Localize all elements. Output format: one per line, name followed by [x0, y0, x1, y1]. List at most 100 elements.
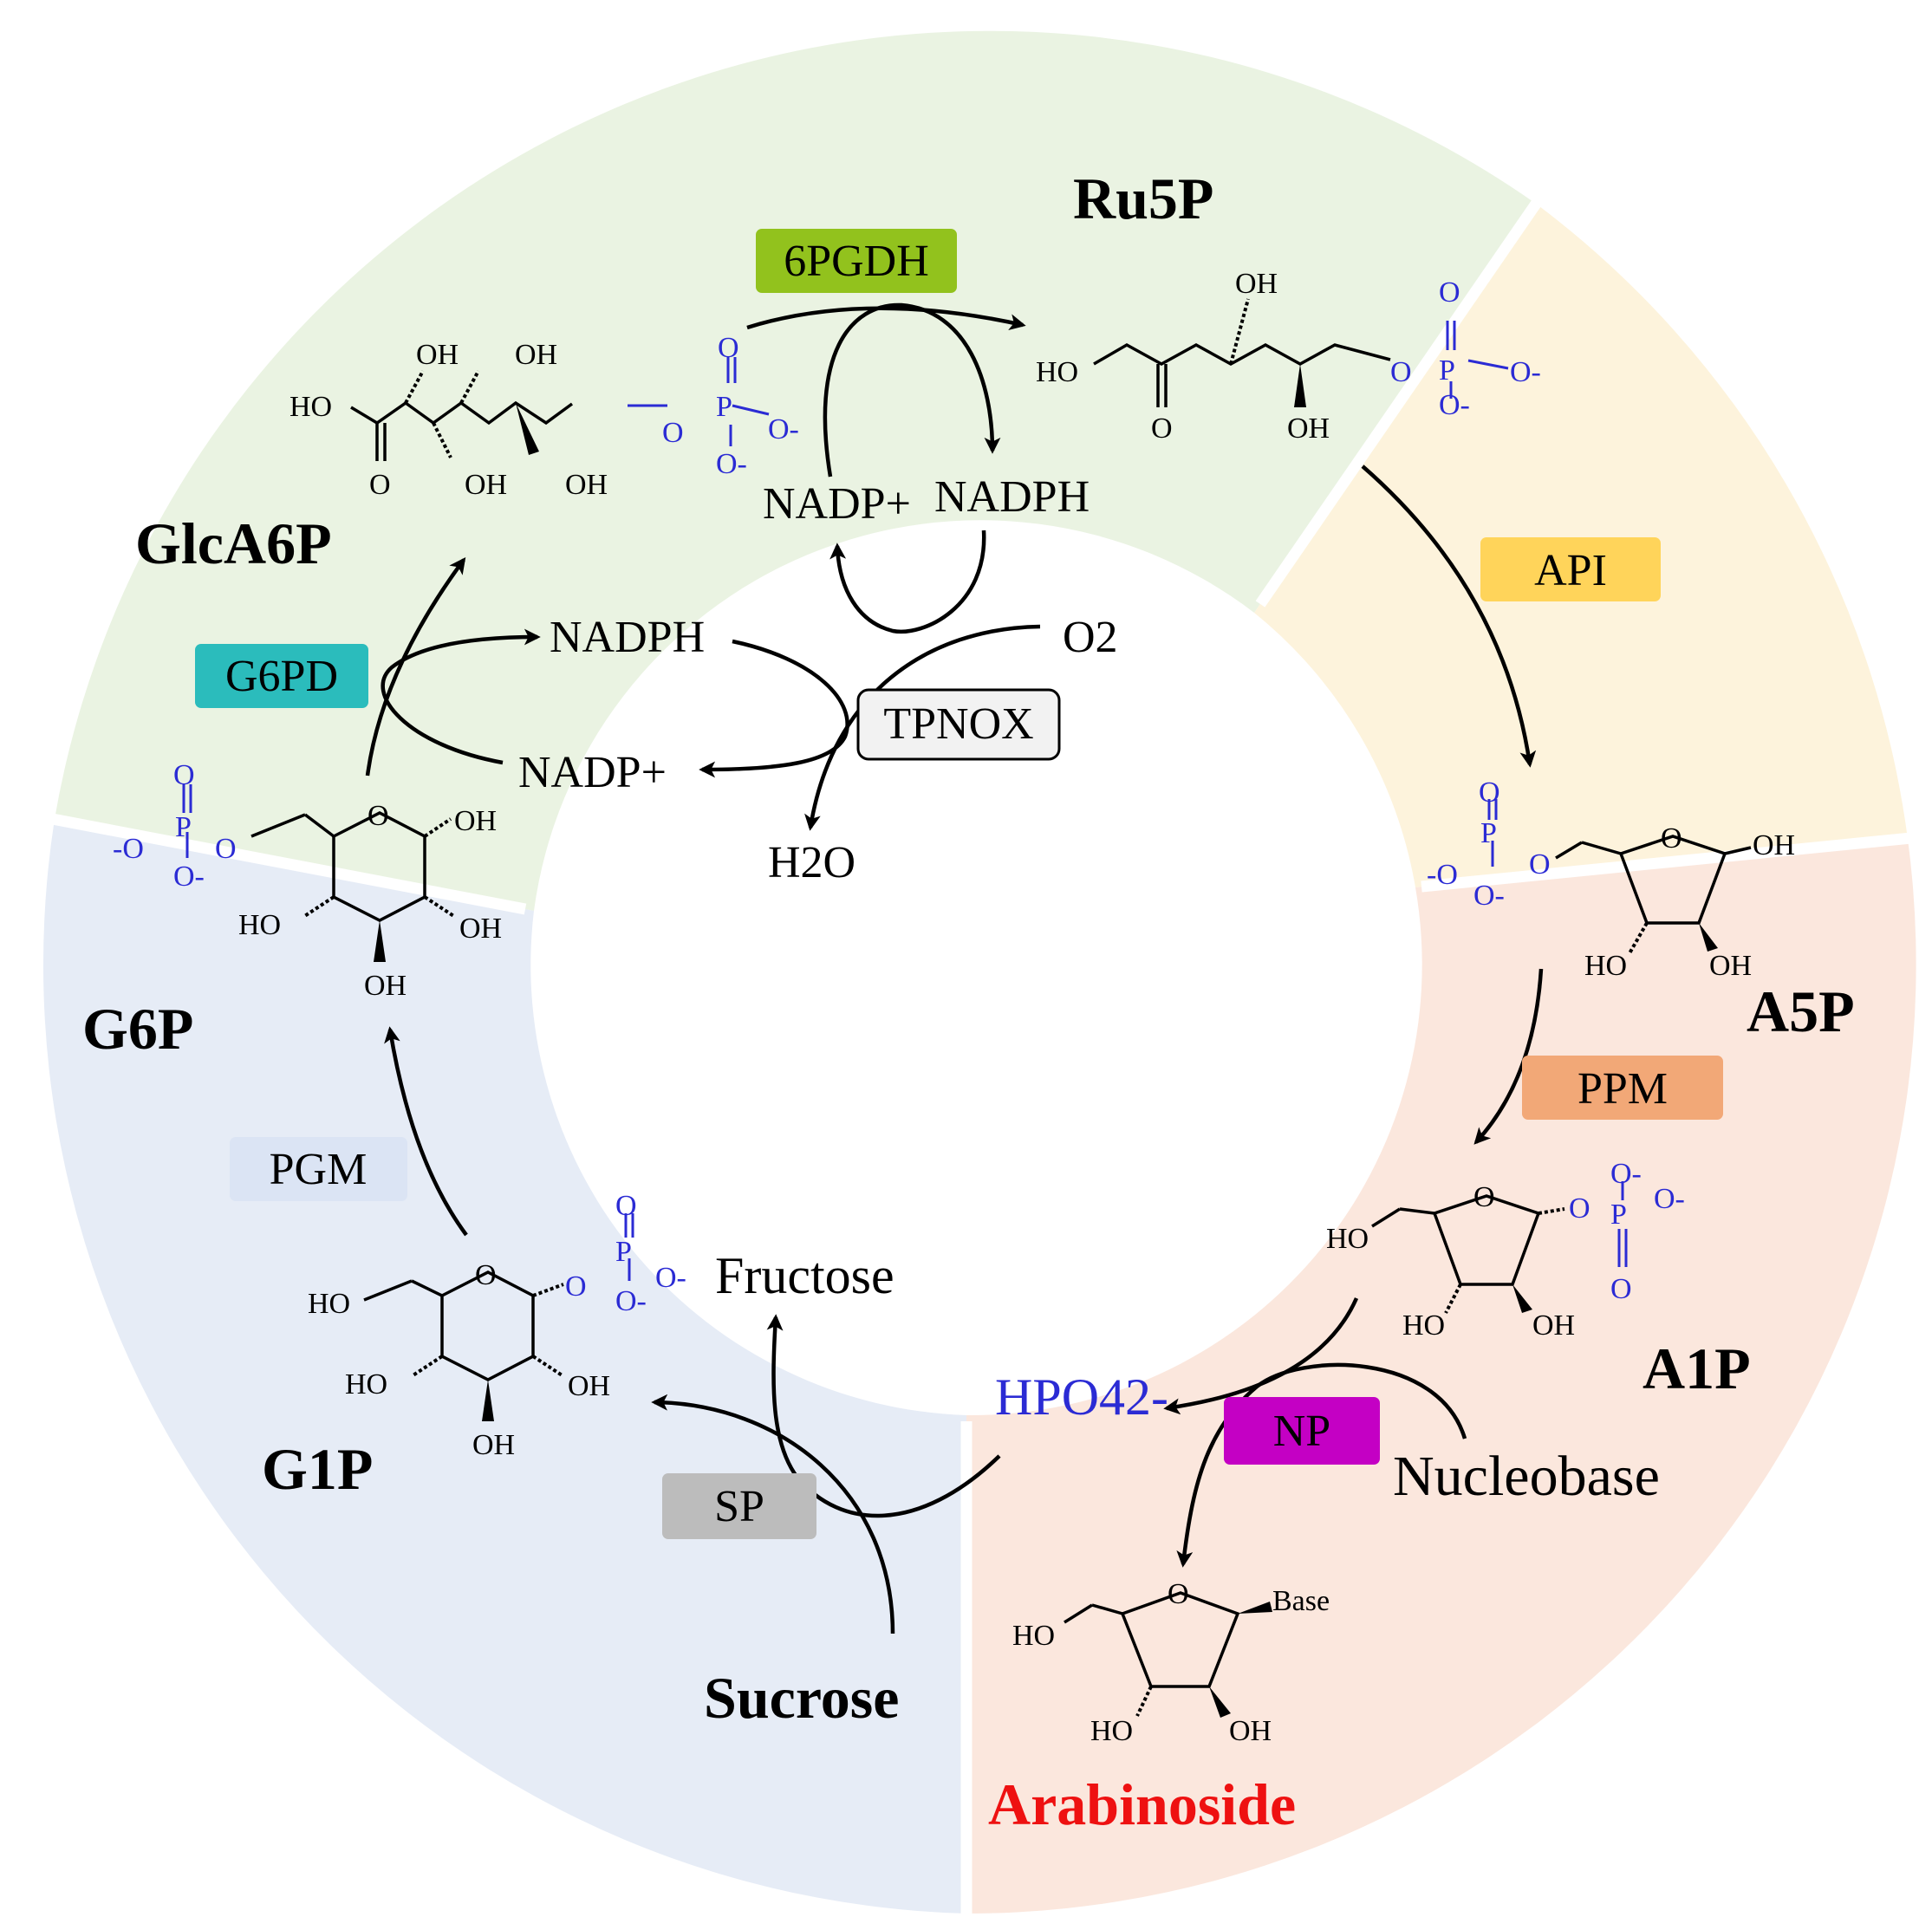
g6p-oh2: OH	[459, 913, 502, 945]
cofactor-fructose: Fructose	[715, 1247, 894, 1304]
cofactors: NADP+ NADPH NADPH NADP+ O2 H2O Fructose …	[518, 472, 1660, 1508]
a1p-ho1: HO	[1326, 1223, 1369, 1255]
cofactor-nadp-plus-mid: NADP+	[518, 748, 667, 797]
enzyme-pgm: PGM	[230, 1137, 407, 1201]
glca6p-oh4: OH	[565, 469, 608, 501]
sector-blue	[42, 819, 966, 1914]
pathway-arrows	[365, 302, 1544, 1634]
a5p-o-minus: O-	[1473, 880, 1505, 912]
ru5p-ho: HO	[1036, 356, 1078, 388]
a5p-ring-o: O	[1661, 822, 1682, 855]
g1p-ho2: HO	[345, 1368, 387, 1400]
metabolite-ru5p: Ru5P	[1073, 166, 1213, 231]
structure-ru5p: HO OH O OH O O P O- O-	[1036, 268, 1541, 445]
enzyme-np: NP	[1224, 1397, 1380, 1465]
arrow-tpnox-mid	[699, 639, 849, 778]
a1p-ring-o: O	[1473, 1181, 1495, 1213]
g1p-ho1: HO	[308, 1288, 350, 1320]
ru5p-p: P	[1439, 354, 1455, 387]
g1p-o-minus1: O-	[655, 1262, 686, 1294]
arrow-nucleobase	[1176, 1362, 1467, 1568]
cofactor-phosphate: HPO42-	[995, 1368, 1168, 1426]
enzyme-label-tpnox: TPNOX	[883, 699, 1033, 749]
a5p-p-o: O	[1479, 777, 1500, 809]
g1p-oh2: OH	[472, 1429, 515, 1461]
enzymes: 6PGDH G6PD API PPM PGM NP SP TPNOX	[195, 229, 1723, 1539]
arrow-nadp-to-nadph-top	[823, 302, 1001, 478]
arabinoside-ho2: HO	[1090, 1715, 1133, 1747]
enzyme-6pgdh: 6PGDH	[756, 229, 957, 293]
a5p-p: P	[1480, 817, 1497, 849]
ru5p-oh1: OH	[1235, 268, 1278, 300]
a1p-p: P	[1610, 1199, 1627, 1231]
glca6p-o-minus1: O-	[768, 413, 799, 445]
structure-glca6p: HO O OH OH OH OH O O P O- O-	[289, 332, 799, 501]
arabinoside-ho1: HO	[1012, 1620, 1055, 1652]
enzyme-label-g6pd: G6PD	[225, 652, 338, 701]
arrow-tpnox-top	[829, 530, 986, 634]
metabolite-names: Ru5P GlcA6P A5P G6P A1P G1P Sucrose Arab…	[82, 166, 1855, 1837]
enzyme-label-ppm: PPM	[1577, 1064, 1668, 1114]
arrow-pgm	[384, 1026, 468, 1237]
enzyme-label-sp: SP	[714, 1482, 764, 1531]
metabolite-arabinoside: Arabinoside	[988, 1771, 1296, 1837]
g6p-ho: HO	[238, 909, 281, 941]
glca6p-oh2: OH	[515, 339, 557, 371]
a5p-oh1: OH	[1753, 829, 1795, 861]
cofactor-nadph-top: NADPH	[934, 472, 1090, 522]
a1p-oh: OH	[1532, 1309, 1575, 1342]
a1p-p-o: O	[1610, 1273, 1632, 1305]
glca6p-oh3: OH	[465, 469, 507, 501]
arrow-sucrose	[651, 1394, 895, 1634]
glca6p-ho: HO	[289, 391, 332, 423]
arrow-ppm	[1473, 968, 1544, 1145]
structure-g1p: O HO HO OH OH O O P O- O-	[308, 1190, 686, 1461]
glca6p-oh1: OH	[416, 339, 459, 371]
sector-green	[55, 30, 1536, 912]
glca6p-o-minus2: O-	[716, 448, 747, 480]
enzyme-tpnox: TPNOX	[856, 688, 1061, 761]
enzyme-label-api: API	[1534, 546, 1607, 595]
enzyme-label-np: NP	[1273, 1407, 1330, 1456]
a5p-ho: HO	[1584, 950, 1627, 982]
cofactor-nucleobase: Nucleobase	[1393, 1445, 1660, 1508]
arrow-g6pd-cofactor	[381, 628, 541, 765]
metabolite-g1p: G1P	[262, 1436, 373, 1502]
arrow-api	[1361, 465, 1537, 768]
g1p-ring-o: O	[475, 1259, 497, 1291]
glca6p-p-o: O	[718, 332, 739, 364]
a1p-o-minus1: O-	[1610, 1158, 1642, 1190]
enzyme-api: API	[1480, 537, 1661, 601]
a1p-ester-o: O	[1569, 1192, 1590, 1225]
cofactor-nadp-plus-top: NADP+	[763, 479, 911, 529]
cofactor-h2o: H2O	[768, 838, 855, 887]
arabinoside-base: Base	[1272, 1585, 1330, 1617]
g6p-p-o: O	[173, 759, 195, 791]
a1p-ho2: HO	[1402, 1309, 1445, 1342]
structure-a1p: O HO HO OH O O- O- P O	[1326, 1158, 1685, 1342]
ring-background	[42, 30, 1921, 1926]
enzyme-label-pgm: PGM	[270, 1145, 368, 1194]
metabolite-glca6p: GlcA6P	[135, 510, 332, 576]
arrow-g6pd	[365, 556, 466, 777]
arrow-o2-to-h2o	[804, 624, 1041, 831]
arabinoside-ring-o: O	[1168, 1578, 1189, 1610]
cofactor-nadph-mid: NADPH	[550, 613, 705, 662]
enzyme-sp: SP	[662, 1473, 816, 1539]
arabinoside-oh: OH	[1229, 1715, 1272, 1747]
ru5p-o-minus1: O-	[1510, 356, 1541, 388]
structure-g6p: O OH HO OH OH O -O P O O-	[113, 759, 502, 1002]
ru5p-o-minus2: O-	[1439, 389, 1470, 421]
a5p-ester-o: O	[1529, 848, 1551, 881]
structure-a5p: O OH HO OH O P O -O O-	[1427, 777, 1795, 982]
g1p-o-minus2: O-	[615, 1285, 647, 1317]
g1p-p: P	[615, 1236, 632, 1268]
g6p-p: P	[175, 811, 192, 843]
a1p-o-minus2: O-	[1654, 1183, 1685, 1215]
g1p-oh1: OH	[568, 1370, 610, 1402]
metabolite-g6p: G6P	[82, 996, 193, 1062]
metabolite-a5p: A5P	[1747, 978, 1855, 1044]
g6p-oh1: OH	[454, 805, 497, 837]
ru5p-o: O	[1151, 413, 1173, 445]
